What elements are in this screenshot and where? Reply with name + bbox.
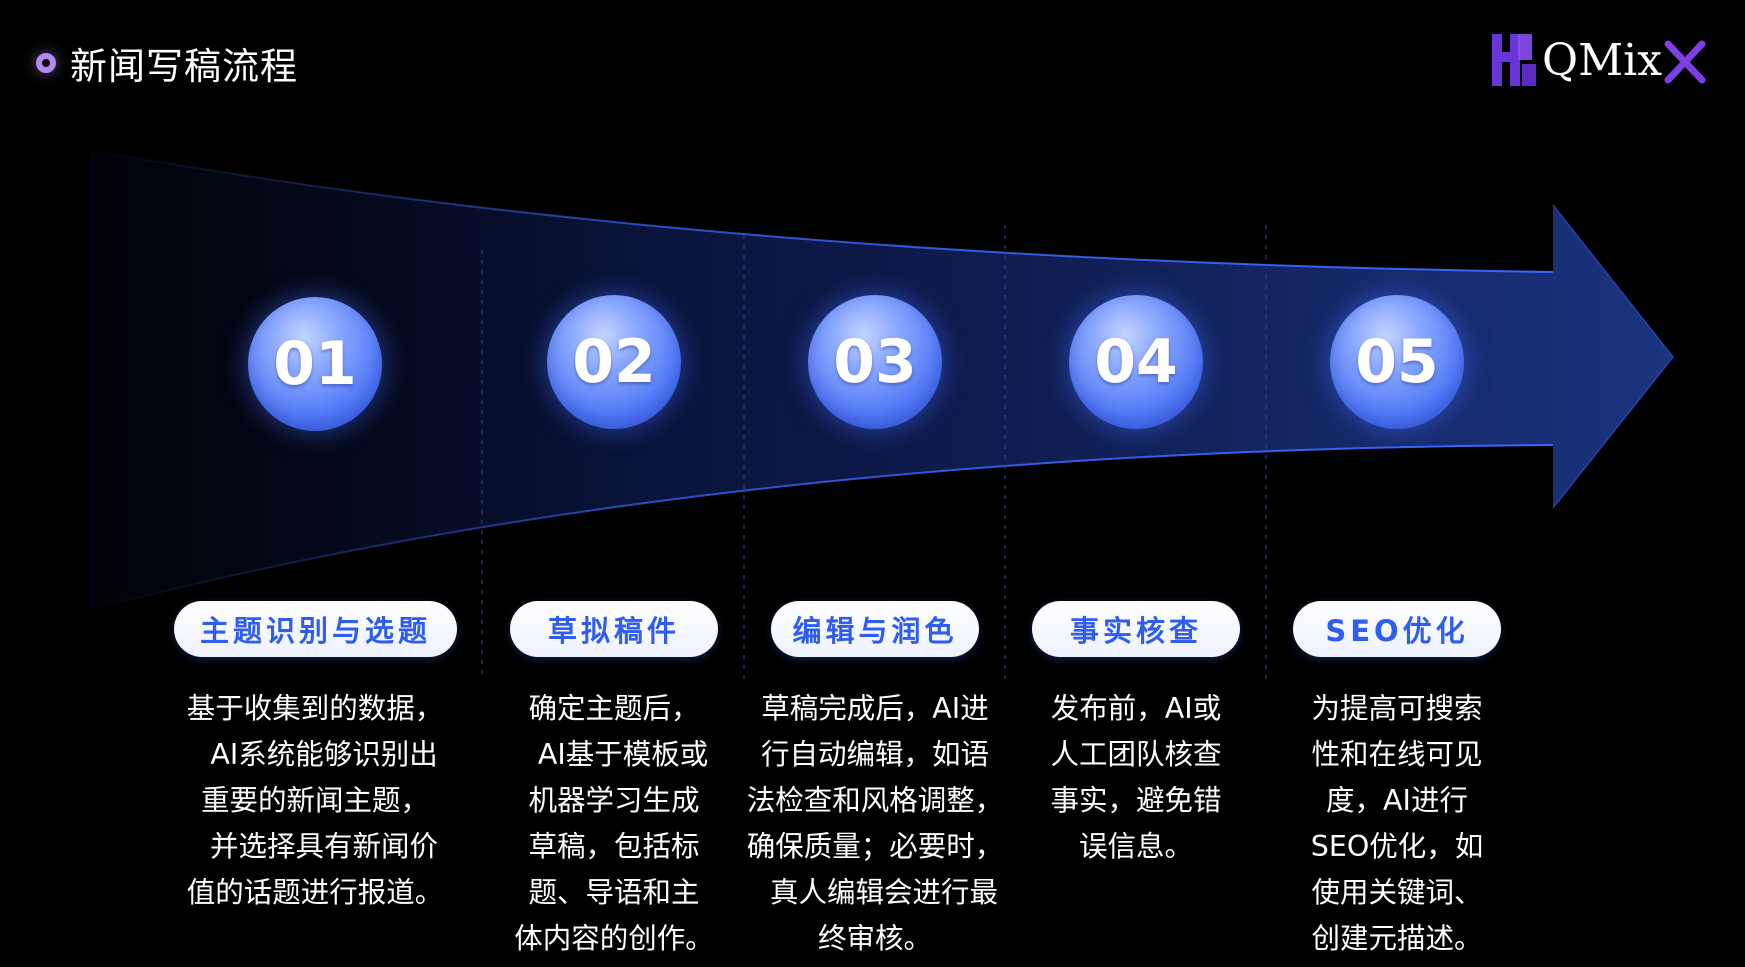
step-description: 为提高可搜索 性和在线可见 度，AI进行 SEO优化，如 使用关键词、 创建元描… [1310, 692, 1484, 955]
step-label: 事实核查 [1032, 601, 1240, 657]
bullet-ring-icon [36, 53, 56, 73]
step-number-circle: 02 [547, 295, 681, 429]
arrow-bottom-edge [89, 444, 1554, 611]
arrow-top-edge [89, 149, 1554, 273]
step-description: 基于收集到的数据， AI系统能够识别出 重要的新闻主题， 并选择具有新闻价 值的… [186, 692, 444, 909]
step-label: 主题识别与选题 [174, 601, 457, 657]
logo: QMix [1492, 34, 1706, 86]
step-number-circle: 03 [808, 295, 942, 429]
arrow-head [1552, 204, 1674, 509]
step-description: 草稿完成后，AI进 行自动编辑，如语 法检查和风格调整， 确保质量；必要时， 真… [746, 692, 1004, 955]
step-description: 确定主题后， AI基于模板或 机器学习生成 草稿，包括标 题、导语和主 体内容的… [514, 692, 714, 955]
step-number-circle: 01 [248, 297, 382, 431]
logo-mark-icon [1492, 34, 1536, 86]
step-label: 草拟稿件 [510, 601, 718, 657]
page-title: 新闻写稿流程 [70, 45, 298, 88]
logo-x-icon [1664, 40, 1706, 84]
header: 新闻写稿流程 [34, 36, 298, 90]
logo-text: QMix [1542, 35, 1662, 86]
step-number-circle: 04 [1069, 295, 1203, 429]
step-description: 发布前，AI或 人工团队核查 事实，避免错 误信息。 [1050, 692, 1222, 863]
step-label: 编辑与润色 [771, 601, 979, 657]
step-number-circle: 05 [1330, 295, 1464, 429]
step-label: SEO优化 [1293, 601, 1501, 657]
